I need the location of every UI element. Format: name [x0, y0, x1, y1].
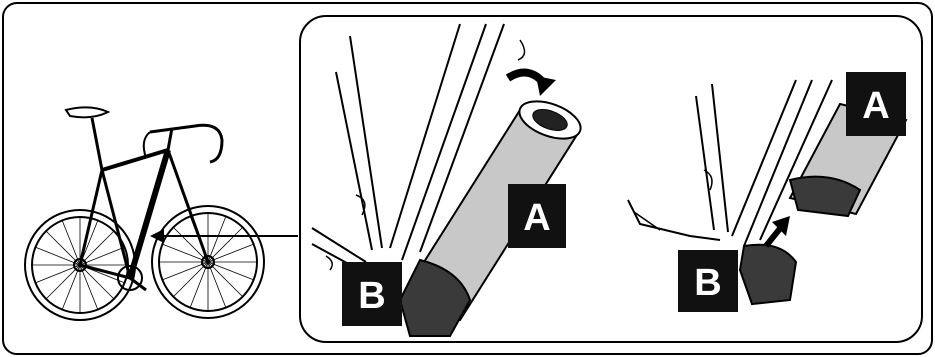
- label-a-main: A: [508, 184, 566, 248]
- label-b-right-text: B: [694, 262, 721, 304]
- label-a-right: A: [846, 72, 906, 136]
- label-b-main-text: B: [358, 275, 385, 317]
- rotate-arrow-icon: [505, 68, 556, 96]
- bicycle-icon: [24, 106, 265, 321]
- step-2-illustration: [627, 79, 833, 247]
- label-a-main-text: A: [523, 197, 550, 239]
- battery-step-1: [398, 100, 582, 337]
- insert-arrow-icon: [763, 216, 790, 248]
- pointer-arrow-icon: [150, 229, 298, 243]
- label-b-right: B: [678, 250, 738, 312]
- label-b-main: B: [342, 262, 402, 326]
- step-1-illustration: [311, 23, 526, 271]
- label-a-right-text: A: [862, 85, 889, 127]
